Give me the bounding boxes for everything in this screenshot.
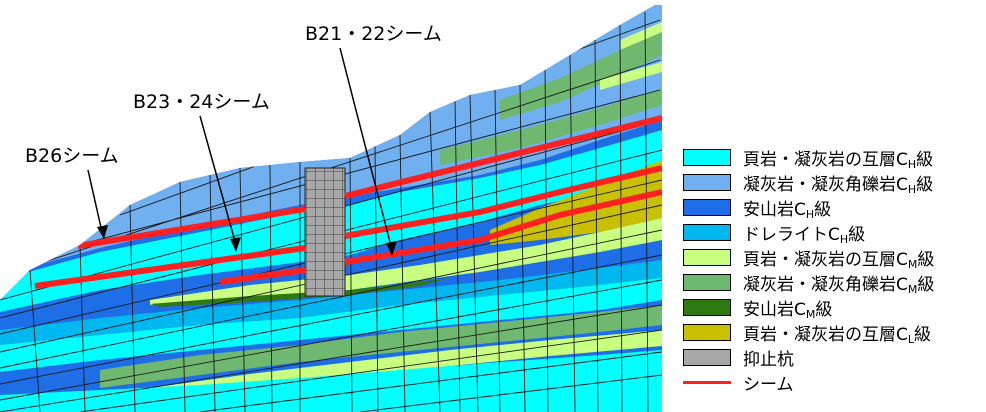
shale-tuff-ch-lower-band xyxy=(0,278,662,372)
legend-swatch xyxy=(683,299,731,316)
tuff-breccia-ch-upper-layer xyxy=(0,5,662,300)
legend-item: 頁岩・凝灰岩の互層CH級 xyxy=(683,145,983,171)
legend: 頁岩・凝灰岩の互層CH級 凝灰岩・凝灰角礫岩CH級 安山岩CH級 ドレライトCH… xyxy=(683,145,983,395)
legend-label: 凝灰岩・凝灰角礫岩CM級 xyxy=(743,274,935,296)
annotations: B21・22シーム B23・24シーム B26シーム xyxy=(25,23,442,256)
tuff-breccia-cm-upper-band-1 xyxy=(500,28,662,120)
tuff-breccia-cm-lower-band xyxy=(100,305,662,388)
seam-lines xyxy=(34,115,662,289)
legend-item: 安山岩CM級 xyxy=(683,295,983,321)
arrow-b26-line xyxy=(87,169,103,233)
legend-item: 凝灰岩・凝灰角礫岩CM級 xyxy=(683,270,983,296)
legend-swatch xyxy=(683,274,731,291)
legend-label: 頁岩・凝灰岩の互層CL級 xyxy=(743,324,932,346)
legend-item: シーム xyxy=(683,370,983,395)
legend-label: 凝灰岩・凝灰角礫岩CH級 xyxy=(743,174,934,196)
legend-label: 抑止杭 xyxy=(743,350,794,370)
label-b23-24: B23・24シーム xyxy=(133,91,270,113)
legend-label: 頁岩・凝灰岩の互層CM級 xyxy=(743,249,935,271)
legend-swatch xyxy=(683,224,731,241)
legend-seam-line-swatch xyxy=(683,374,731,391)
legend-swatch xyxy=(683,324,731,341)
seam-b26-right xyxy=(344,115,662,199)
deterrent-pile xyxy=(304,167,346,297)
arrow-b26-head xyxy=(97,225,108,239)
legend-swatch xyxy=(683,349,731,366)
shale-tuff-cm-sliver-top xyxy=(620,22,662,50)
seam-b26 xyxy=(77,206,306,249)
arrow-b21-22-line xyxy=(339,47,393,251)
dolerite-ch-band xyxy=(0,260,662,350)
legend-item: 頁岩・凝灰岩の互層CL級 xyxy=(683,320,983,346)
arrow-b23-24-head xyxy=(230,237,241,252)
legend-label: 安山岩CH級 xyxy=(743,199,832,221)
legend-item: 凝灰岩・凝灰角礫岩CH級 xyxy=(683,170,983,196)
label-b21-22: B21・22シーム xyxy=(305,23,442,45)
legend-item: 抑止杭 xyxy=(683,345,983,370)
legend-label: シーム xyxy=(743,375,794,395)
arrow-b23-24-line xyxy=(199,115,237,246)
legend-swatch xyxy=(683,174,731,191)
legend-swatch xyxy=(683,199,731,216)
legend-item: ドレライトCH級 xyxy=(683,220,983,246)
seam-b23-24-a-right xyxy=(344,165,662,239)
shale-tuff-cm-sliver-mid xyxy=(600,62,662,90)
legend-item: 頁岩・凝灰岩の互層CM級 xyxy=(683,245,983,271)
label-b26: B26シーム xyxy=(25,145,119,167)
shale-tuff-cm-band-1 xyxy=(150,218,662,305)
shale-tuff-ch-bottom-band xyxy=(0,350,662,412)
geology-cross-section xyxy=(0,5,662,412)
legend-swatch xyxy=(683,249,731,266)
legend-item: 安山岩CH級 xyxy=(683,195,983,221)
seam-b23-24-b-right xyxy=(344,189,662,265)
legend-label: 安山岩CM級 xyxy=(743,299,833,321)
seam-b23-24-a xyxy=(34,245,306,289)
arrow-b21-22-head xyxy=(386,241,397,256)
andesite-cm-wedge xyxy=(150,278,450,307)
legend-label: ドレライトCH級 xyxy=(743,224,866,246)
seam-b23-24-b xyxy=(219,267,306,285)
legend-label: 頁岩・凝灰岩の互層CH級 xyxy=(743,149,934,171)
legend-swatch xyxy=(683,149,731,166)
